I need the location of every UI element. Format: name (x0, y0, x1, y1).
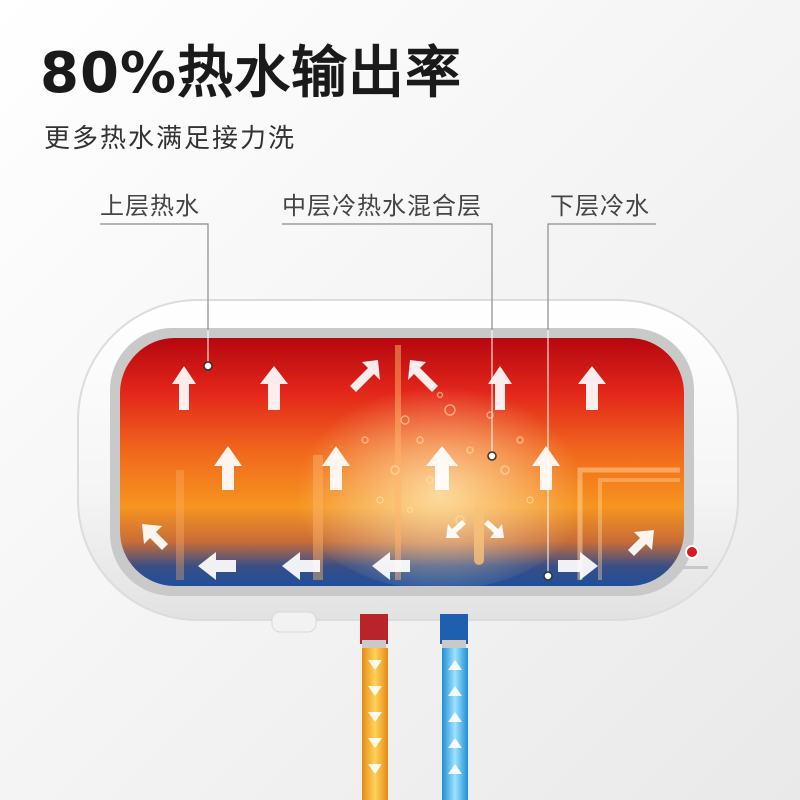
flow-arrow-icon (368, 660, 382, 670)
callout-dots (203, 361, 553, 581)
flow-arrow-icon (368, 712, 382, 722)
flow-arrow-icon (372, 552, 410, 580)
flow-arrow-icon (484, 520, 504, 538)
flow-arrow-icon (322, 446, 350, 490)
flow-arrow-icon (214, 446, 242, 490)
flow-arrow-icon (350, 360, 380, 392)
flow-arrow-icon (448, 712, 462, 722)
flow-arrow-icon (282, 552, 320, 580)
flow-arrow-icon (446, 520, 466, 538)
callout-middle-mixed-layer: 中层冷热水混合层 (282, 192, 482, 220)
flow-arrow-icon (408, 360, 438, 392)
flow-arrow-icon (198, 552, 236, 580)
hot-outlet-fitting (360, 614, 388, 644)
flow-arrow-icon (578, 366, 606, 410)
indicator-light-icon (685, 545, 699, 559)
cold-water-pipe (442, 648, 468, 800)
flow-arrow-icon (532, 446, 560, 490)
callout-bottom-layer-cold-water: 下层冷水 (550, 192, 650, 220)
flow-arrow-icon (448, 764, 462, 774)
brand-mark (678, 566, 708, 569)
pointer-dot-icon (203, 361, 213, 371)
flow-arrow-icon (558, 552, 598, 580)
flow-arrow-icon (368, 686, 382, 696)
headline: 80%热水输出率 (40, 41, 463, 106)
pipe-flow-arrows (368, 660, 462, 774)
flow-arrow-icon (628, 530, 654, 556)
bubbles (361, 391, 534, 525)
flow-arrow-icon (448, 686, 462, 696)
flow-arrow-icon (488, 366, 512, 410)
subline: 更多热水满足接力洗 (44, 124, 297, 154)
callout-top-layer-hot-water: 上层热水 (100, 192, 200, 220)
flow-arrow-icon (172, 366, 196, 410)
flow-arrow-icon (368, 764, 382, 774)
pointer-dot-icon (543, 571, 553, 581)
flow-arrow-icon (260, 366, 288, 410)
hot-water-pipe (362, 648, 388, 800)
cold-inlet-fitting (440, 614, 468, 644)
flow-arrow-icon (448, 738, 462, 748)
flow-arrow-icon (142, 524, 168, 550)
flow-arrow-icon (448, 660, 462, 670)
flow-arrows (142, 360, 654, 580)
flow-arrow-icon (368, 738, 382, 748)
flow-arrow-icon (426, 446, 458, 490)
callout-lines (100, 223, 656, 576)
drain-valve (271, 611, 317, 633)
pointer-dot-icon (487, 451, 497, 461)
